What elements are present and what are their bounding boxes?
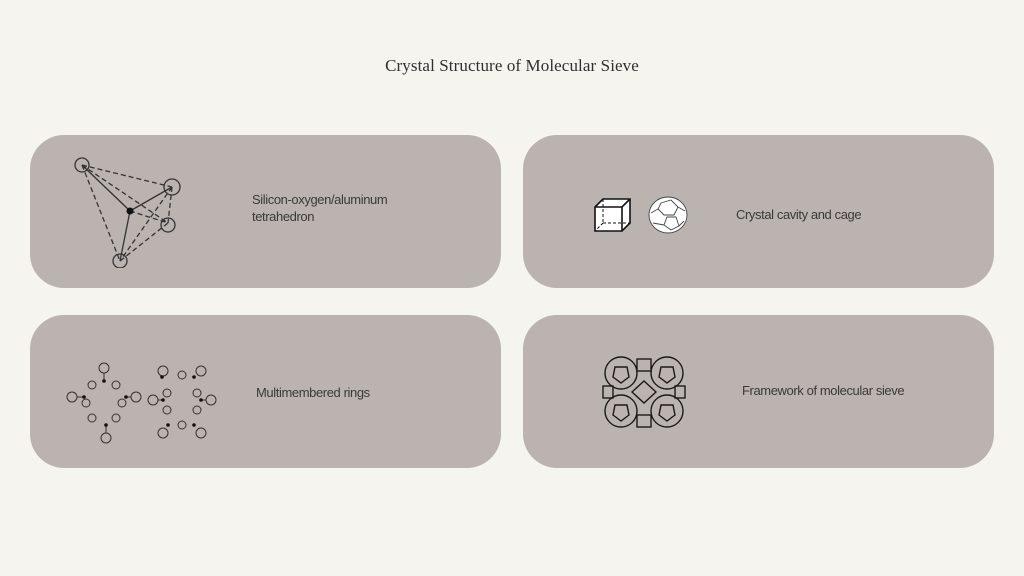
card-rings: Multimembered rings [30, 315, 501, 468]
framework-icon [602, 356, 686, 428]
cube-icon [594, 198, 631, 232]
card-cavity-cage: Crystal cavity and cage [523, 135, 994, 288]
card-label: Multimembered rings [256, 385, 370, 400]
page-title: Crystal Structure of Molecular Sieve [385, 56, 639, 75]
card-label-line1: Silicon-oxygen/aluminum [252, 192, 388, 207]
card-label: Framework of molecular sieve [742, 383, 905, 398]
tetrahedron-icon [74, 157, 181, 268]
card-tetrahedron: Silicon-oxygen/aluminum tetrahedron [30, 135, 501, 288]
rings-icon [66, 362, 217, 444]
card-framework: Framework of molecular sieve [523, 315, 994, 468]
cage-icon [648, 196, 688, 234]
card-label-line2: tetrahedron [252, 209, 315, 224]
card-label: Crystal cavity and cage [736, 207, 862, 222]
